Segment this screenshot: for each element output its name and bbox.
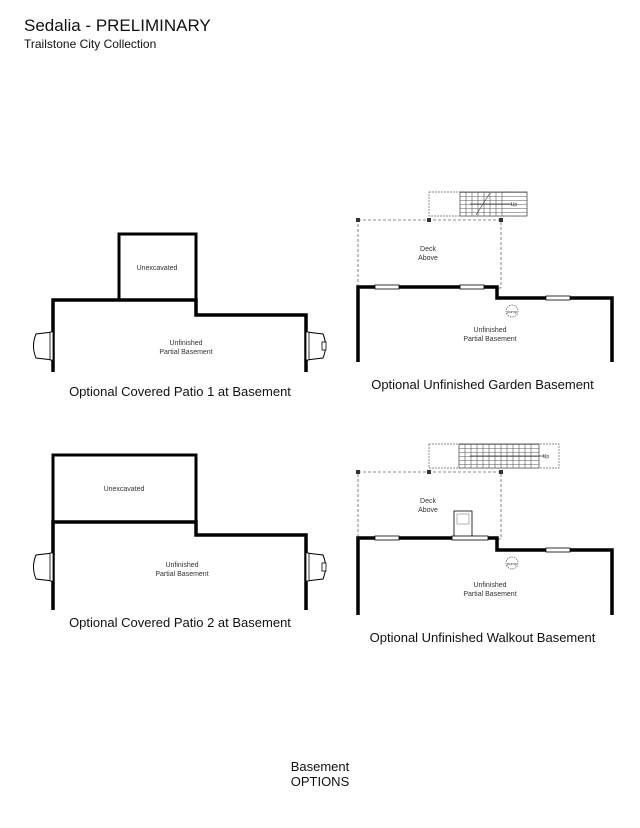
window: [459, 284, 485, 290]
caption-plan-4: Optional Unfinished Walkout Basement: [369, 630, 596, 645]
caption-plan-1: Optional Covered Patio 1 at Basement: [69, 384, 291, 399]
deck-label-line1: Deck: [420, 498, 436, 505]
deck-above: [357, 219, 502, 289]
stair-up-label: Up: [543, 454, 550, 460]
stair-up-label: Up: [511, 202, 518, 208]
window-well-left: [33, 331, 54, 361]
page-title: Sedalia - PRELIMINARY: [24, 16, 211, 35]
basement-label-line2: Partial Basement: [155, 571, 208, 578]
deck-label-line2: Above: [418, 507, 438, 514]
page-subtitle: Trailstone City Collection: [24, 37, 157, 51]
window: [374, 535, 400, 541]
basement-label-line1: Unfinished: [473, 327, 506, 334]
basement-label-line2: Partial Basement: [463, 336, 516, 343]
caption-plan-3: Optional Covered Patio 2 at Basement: [69, 615, 291, 630]
footer-line-2: OPTIONS: [290, 774, 350, 789]
basement-label-line2: Partial Basement: [159, 349, 212, 356]
plan-walkout-basement: Up Deck Above pump Unfinished Partial Ba…: [356, 443, 614, 615]
plan-covered-patio-2: Unexcavated Unfinished Partial Basement: [33, 453, 327, 610]
plan-covered-patio-1: Unexcavated Unfinished Partial Basement: [33, 232, 327, 372]
caption-plan-2: Optional Unfinished Garden Basement: [371, 377, 594, 392]
window-well-left: [33, 552, 54, 582]
sheet-footer: Basement OPTIONS: [220, 759, 420, 789]
basement-wall: [51, 298, 308, 372]
walkout-door: [453, 510, 473, 539]
sliding-door: [451, 535, 489, 541]
basement-wall: [356, 536, 614, 615]
unexcavated-label: Unexcavated: [104, 486, 145, 493]
window: [545, 547, 571, 553]
unexcavated-label: Unexcavated: [137, 265, 178, 272]
plan-garden-basement: Up Deck Above pump Unfinished Partial Ba…: [356, 191, 614, 362]
sump-pump: [505, 304, 519, 318]
footer-line-1: Basement: [290, 759, 350, 774]
pump-label: pump: [507, 309, 518, 314]
basement-wall: [356, 285, 614, 362]
basement-label-line1: Unfinished: [169, 340, 202, 347]
basement-label-line2: Partial Basement: [463, 591, 516, 598]
deck-label-line2: Above: [418, 255, 438, 262]
basement-wall: [51, 520, 308, 610]
basement-label-line1: Unfinished: [165, 562, 198, 569]
basement-label-line1: Unfinished: [473, 582, 506, 589]
window: [374, 284, 400, 290]
deck-label-line1: Deck: [420, 246, 436, 253]
sump-pump: [505, 556, 519, 570]
window: [545, 295, 571, 301]
deck-above: [357, 471, 502, 540]
unexcavated-area: [51, 453, 198, 522]
pump-label: pump: [507, 561, 518, 566]
